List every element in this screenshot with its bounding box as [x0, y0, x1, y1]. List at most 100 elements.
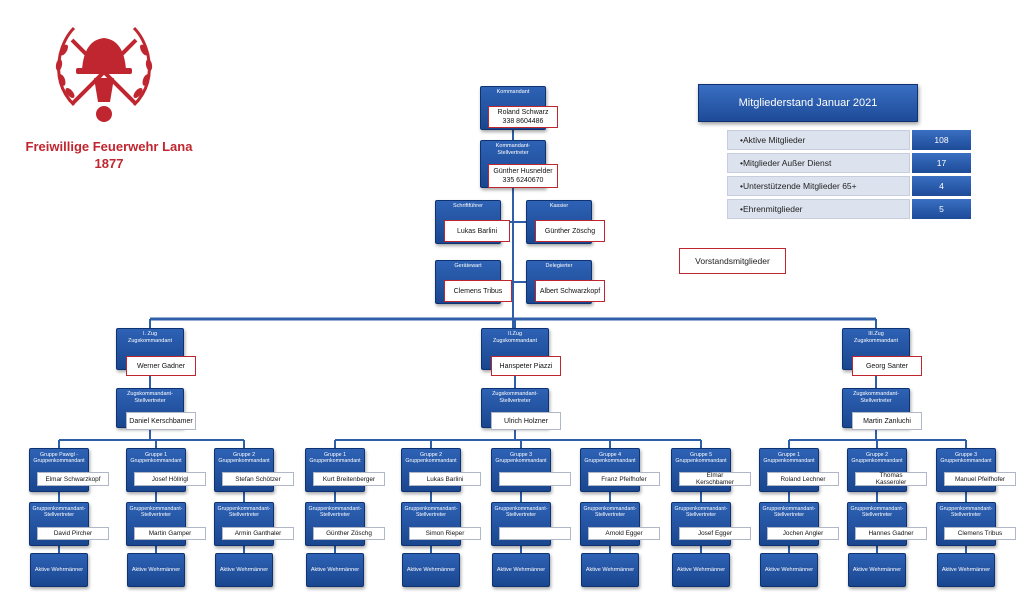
group-11-leader: Manuel Pfeifhofer	[954, 475, 1006, 483]
group-5-leader-card: Lukas Barlini	[409, 472, 481, 486]
group-3-leader-card: Stefan Schötzer	[222, 472, 294, 486]
group-1-leader: Elmar Schwarzkopf	[45, 475, 101, 483]
delegierter-role: Delegierter	[545, 263, 573, 269]
geraetewart-name: Clemens Tribus	[453, 287, 503, 295]
group-1-deputy-card: David Pircher	[37, 527, 109, 540]
schriftfuehrer-role: Schriftführer	[453, 203, 483, 209]
zug-1-name: Werner Gadner	[136, 362, 186, 370]
group-8-deputy: Josef Egger	[697, 530, 733, 537]
group-1-members-label: Aktive Wehrmänner	[34, 567, 84, 573]
group-6-deputy-role: Gruppenkommandant-Stellvertreter	[494, 506, 548, 519]
group-7-deputy: Arnold Egger	[605, 530, 643, 537]
group-7-leader: Franz Pfeifhofer	[601, 475, 647, 483]
group-5-deputy-role: Gruppenkommandant-Stellvertreter	[404, 506, 458, 519]
geraetewart-role: Gerätewart	[454, 263, 482, 269]
group-3-leader: Stefan Schötzer	[235, 475, 281, 483]
group-1-role: Gruppe Pawigl -Gruppenkommandant	[33, 452, 85, 465]
group-2-leader-card: Josef Höllrigl	[134, 472, 206, 486]
group-7-members-label: Aktive Wehrmänner	[585, 567, 635, 573]
group-10-members: Aktive Wehrmänner	[848, 553, 906, 587]
group-11-deputy: Clemens Tribus	[957, 530, 1003, 537]
group-6-members-label: Aktive Wehrmänner	[496, 567, 546, 573]
stat-value: 108	[912, 130, 971, 150]
group-8-members-label: Aktive Wehrmänner	[676, 567, 726, 573]
legend-board-members: Vorstandsmitglieder	[679, 248, 786, 274]
group-1-deputy-role: Gruppenkommandant-Stellvertreter	[32, 506, 86, 519]
group-4-leader-card: Kurt Breitenberger	[313, 472, 385, 486]
kommandant-deputy-name-card: Günther Husnelder 335 6240670	[488, 164, 558, 188]
group-5-deputy-card: Simon Rieper	[409, 527, 481, 540]
stat-value: 4	[912, 176, 971, 196]
group-5-deputy: Simon Rieper	[425, 530, 465, 537]
zug-1-deputy-name: Daniel Kerschbamer	[129, 417, 193, 425]
organization-year: 1877	[94, 156, 124, 171]
kassier-name-card: Günther Zöschg	[535, 220, 605, 242]
group-4-deputy-role: Gruppenkommandant-Stellvertreter	[308, 506, 362, 519]
group-7-deputy-card: Arnold Egger	[588, 527, 660, 540]
stat-label: •Unterstützende Mitglieder 65+	[727, 176, 910, 196]
group-9-members-label: Aktive Wehrmänner	[764, 567, 814, 573]
schriftfuehrer-name: Lukas Barlini	[456, 227, 498, 235]
group-2-leader: Josef Höllrigl	[151, 475, 189, 483]
kommandant-deputy-role: Kommandant-Stellvertreter	[495, 143, 531, 156]
group-9-leader: Roland Lechner	[780, 475, 826, 483]
zug-1-name-card: Werner Gadner	[126, 356, 196, 376]
stat-label: •Aktive Mitglieder	[727, 130, 910, 150]
kommandant-deputy-phone: 335 6240670	[502, 177, 544, 184]
stats-title: Mitgliederstand Januar 2021	[698, 84, 918, 122]
group-4-members-label: Aktive Wehrmänner	[310, 567, 360, 573]
fire-brigade-logo-icon	[55, 26, 153, 122]
group-2-deputy-card: Martin Gamper	[134, 527, 206, 540]
group-1-deputy: David Pircher	[53, 530, 93, 537]
group-2-deputy: Martin Gamper	[148, 530, 192, 537]
group-6-leader-card	[499, 472, 571, 486]
stat-value: 5	[912, 199, 971, 219]
group-8-members: Aktive Wehrmänner	[672, 553, 730, 587]
kommandant-phone: 338 8604486	[502, 118, 544, 125]
zug-3-deputy-card: Martin Zanluchi	[852, 412, 922, 430]
zug-2-deputy-name: Ulrich Holzner	[504, 417, 548, 425]
group-11-deputy-role: Gruppenkommandant-Stellvertreter	[939, 506, 993, 519]
zug-3-deputy-name: Martin Zanluchi	[863, 417, 911, 425]
stat-value: 17	[912, 153, 971, 173]
group-8-deputy-role: Gruppenkommandant-Stellvertreter	[674, 506, 728, 519]
group-11-deputy-card: Clemens Tribus	[944, 527, 1016, 540]
stat-row: •Unterstützende Mitglieder 65+4	[727, 176, 971, 196]
group-5-members-label: Aktive Wehrmänner	[406, 567, 456, 573]
group-9-deputy: Jochen Angler	[782, 530, 824, 537]
group-9-members: Aktive Wehrmänner	[760, 553, 818, 587]
group-2-deputy-role: Gruppenkommandant-Stellvertreter	[129, 506, 183, 519]
zug-3-deputy-role: Zugskommandant-Stellvertreter	[853, 391, 899, 404]
geraetewart-name-card: Clemens Tribus	[444, 280, 512, 302]
zug-3-name: Georg Santer	[865, 362, 909, 370]
zug-2-name: Hanspeter Piazzi	[499, 362, 553, 370]
group-5-leader: Lukas Barlini	[426, 475, 464, 483]
group-6-deputy-card	[499, 527, 571, 540]
zug-2-deputy-role: Zugskommandant-Stellvertreter	[492, 391, 538, 404]
group-7-members: Aktive Wehrmänner	[581, 553, 639, 587]
group-10-deputy-card: Hannes Gadner	[855, 527, 927, 540]
group-1-members: Aktive Wehrmänner	[30, 553, 88, 587]
zug-1-deputy-card: Daniel Kerschbamer	[126, 412, 196, 430]
kommandant-deputy-name: Günther Husnelder	[493, 168, 553, 175]
zug-1-deputy-role: Zugskommandant-Stellvertreter	[127, 391, 173, 404]
group-2-members: Aktive Wehrmänner	[127, 553, 185, 587]
group-9-deputy-card: Jochen Angler	[767, 527, 839, 540]
